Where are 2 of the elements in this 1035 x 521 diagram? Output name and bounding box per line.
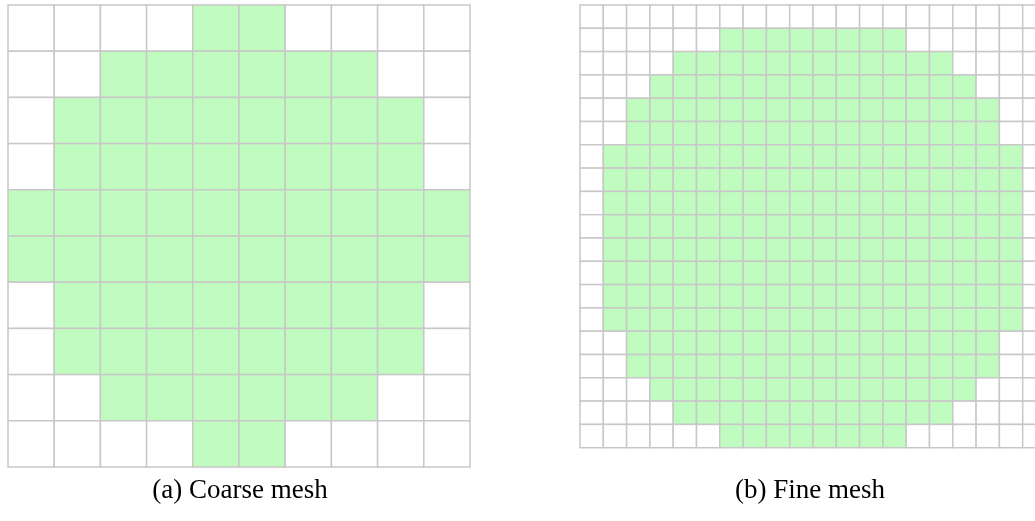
figure-caption: (a) Coarse mesh	[152, 474, 328, 505]
figure-caption: (b) Fine mesh	[735, 474, 885, 505]
